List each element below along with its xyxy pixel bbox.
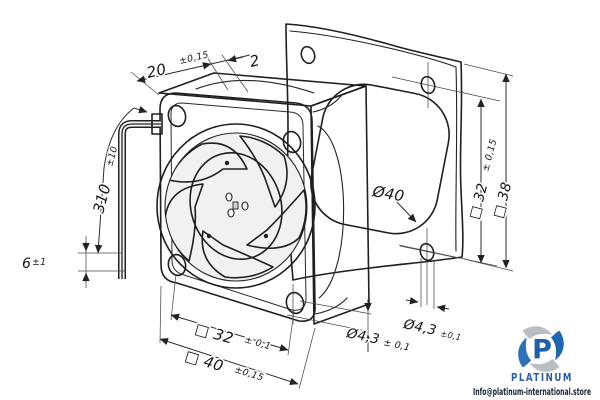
dim-front-hole-spacing-tolerance: ± 0,1 <box>243 334 272 352</box>
dim-venturi-dia-value: Ø40 <box>370 182 405 205</box>
platinum-monogram: P <box>532 335 552 366</box>
dim-lead-length-tolerance: ±10 <box>104 145 120 168</box>
dim-gasket-thickness-value: 2 <box>248 51 262 71</box>
dim-depth-tolerance: ±0,15 <box>178 49 210 66</box>
fan-front-flange <box>159 92 316 323</box>
dim-gasket-hole-spacing-tolerance: ± 0,15 <box>480 138 499 173</box>
gasket-mounting-holes <box>300 45 436 262</box>
dim-frame-size-value: □ 40 <box>183 347 226 376</box>
fan-top-face <box>158 72 367 107</box>
platinum-watermark: P PLATINUM Info@platinum-international.s… <box>473 326 591 398</box>
dim-gasket-size-value: □ 38 <box>490 180 515 220</box>
lead-wires <box>118 113 163 279</box>
dim-gasket-hole-spacing-value: □ 32 <box>466 181 491 221</box>
dim-front-hole-dia-value: Ø4,3 <box>344 325 381 348</box>
dim-lead-strip: 6 ±1 <box>21 236 126 288</box>
dim-lead-strip-value: 6 <box>22 256 31 272</box>
platinum-brand-text: PLATINUM <box>511 371 573 384</box>
platinum-email-text: Info@platinum-international.store <box>473 387 591 398</box>
dim-depth: 20 ±0,15 2 <box>130 48 263 96</box>
dim-gasket-hole-dia-tolerance: ±0,1 <box>440 328 463 342</box>
impeller-hub <box>189 151 283 261</box>
fan-side-face <box>310 85 370 325</box>
impeller-blades <box>165 135 307 279</box>
dim-gasket-hole-spacing: □ 32 ± 0,15 <box>465 98 501 264</box>
gasket-venturi-cutout <box>310 83 450 235</box>
dim-front-hole-spacing-value: □ 32 <box>193 320 236 348</box>
platinum-logo-icon: P <box>518 326 564 372</box>
front-mounting-holes <box>167 104 305 315</box>
dim-depth-value: 20 <box>145 60 168 82</box>
gasket-plate <box>285 23 501 305</box>
dim-venturi-dia: Ø40 <box>369 181 417 223</box>
gasket-thickness-edge <box>289 30 458 252</box>
fan-housing <box>156 72 370 325</box>
dim-gasket-hole-dia-value: Ø4,3 <box>401 316 438 339</box>
dim-front-hole-dia-tolerance: ± 0,1 <box>382 337 411 353</box>
venturi-ring <box>156 123 316 289</box>
dim-lead-strip-tolerance: ±1 <box>32 257 46 268</box>
wire-exit-connector <box>151 113 163 135</box>
dim-lead-length-value: 310 <box>89 182 114 215</box>
dim-frame-size-tolerance: ±0,15 <box>233 364 265 383</box>
